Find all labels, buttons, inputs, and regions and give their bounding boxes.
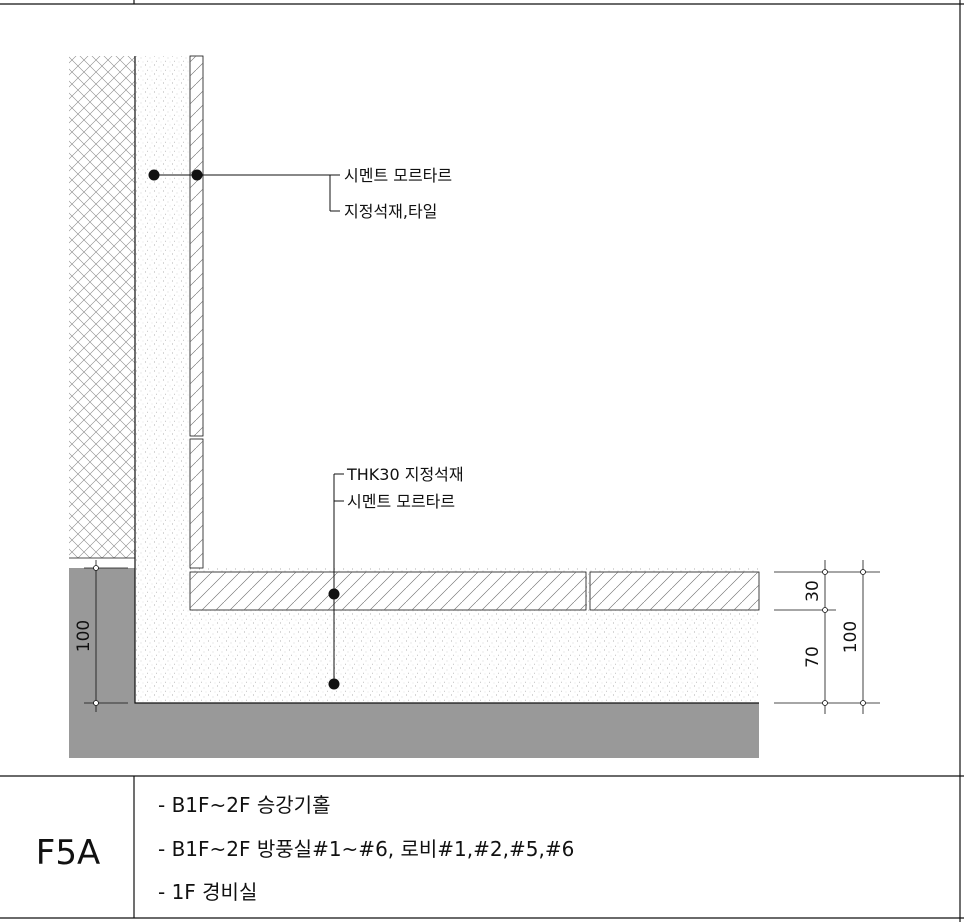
dimension-right	[774, 560, 880, 714]
leader-dot	[328, 588, 340, 600]
dimension-text-left: 100	[74, 620, 94, 652]
detail-code: F5A	[36, 833, 100, 873]
dimension-left	[84, 560, 128, 712]
leader-dot	[148, 169, 160, 181]
wall-insulation-crosshatch	[69, 56, 135, 559]
leader-dot	[191, 169, 203, 181]
dimension-text-100: 100	[841, 621, 861, 653]
callout-label: THK30 지정석재	[346, 465, 464, 484]
callout-label: 지정석재,타일	[344, 202, 437, 221]
note-line: - B1F~2F 승강기홀	[158, 793, 330, 817]
callout-label: 시멘트 모르타르	[347, 492, 455, 511]
wall-tile	[189, 55, 204, 569]
leader-dot	[328, 678, 340, 690]
dimension-text-30: 30	[803, 580, 823, 602]
floor-stone	[189, 571, 760, 611]
leader-wall	[154, 174, 340, 212]
note-line: - B1F~2F 방풍실#1~#6, 로비#1,#2,#5,#6	[158, 837, 574, 861]
leader-floor	[333, 473, 344, 684]
note-line: - 1F 경비실	[158, 880, 257, 904]
callout-label: 시멘트 모르타르	[344, 166, 452, 185]
dimension-text-70: 70	[803, 646, 823, 668]
